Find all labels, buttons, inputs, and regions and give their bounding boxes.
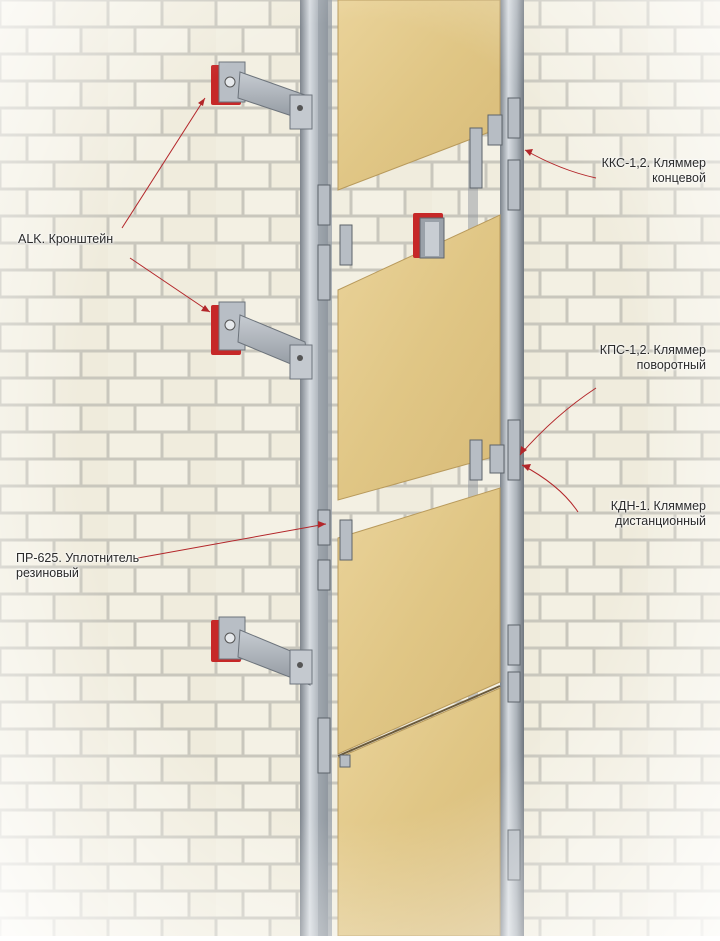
label-seal: ПР-625. Уплотнитель резиновый	[16, 551, 139, 581]
label-spacer-clip-line1: КДН-1. Кляммер	[610, 499, 706, 513]
label-alk-bracket: ALK. Кронштейн	[18, 232, 113, 247]
label-end-clip: ККС-1,2. Кляммер концевой	[602, 156, 706, 186]
label-end-clip-line1: ККС-1,2. Кляммер	[601, 156, 706, 170]
label-spacer-clip-line2: дистанционный	[615, 514, 706, 528]
label-rotary-clip-line1: КПС-1,2. Кляммер	[599, 343, 706, 357]
label-alk-bracket-line1: ALK. Кронштейн	[18, 232, 114, 246]
label-seal-line1: ПР-625. Уплотнитель	[16, 551, 140, 565]
label-end-clip-line2: концевой	[652, 171, 706, 185]
label-spacer-clip: КДН-1. Кляммер дистанционный	[611, 499, 706, 529]
label-rotary-clip-line2: поворотный	[636, 358, 706, 372]
label-seal-line2: резиновый	[16, 566, 79, 580]
alk-bracket-center	[413, 213, 445, 259]
label-rotary-clip: КПС-1,2. Кляммер поворотный	[600, 343, 706, 373]
